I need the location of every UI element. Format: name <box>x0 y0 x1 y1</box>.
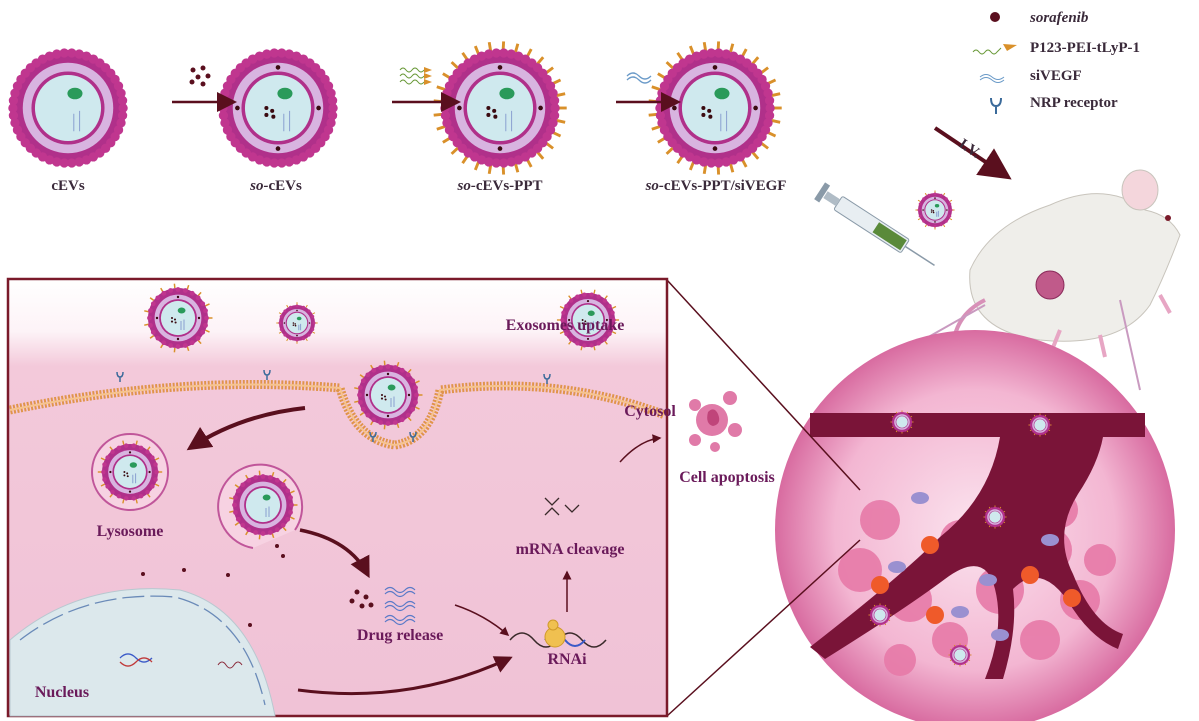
arrow-to-drug-release <box>299 528 370 579</box>
legend-ppt: P123-PEI-tLyP-1 <box>1030 40 1140 56</box>
label-mrna-cleavage: mRNA cleavage <box>516 541 625 558</box>
label-drug-release: Drug release <box>357 627 443 644</box>
cleaved-mrna-icon <box>544 497 580 516</box>
label-cevs: cEVs <box>51 178 84 194</box>
vesicle-so-cevs-ppt-sivegf <box>648 41 782 175</box>
label-nucleus: Nucleus <box>35 684 89 701</box>
escaping-vesicle <box>229 470 298 540</box>
legend-sivegf: siVEGF <box>1030 68 1082 84</box>
vessel <box>810 413 1145 679</box>
label-lysosome: Lysosome <box>97 523 164 540</box>
sorafenib-dots-icon <box>189 65 211 87</box>
label-so-cevs-ppt: so-cEVs-PPT <box>456 178 542 194</box>
uptake-vesicle-small <box>276 302 318 344</box>
syringe-icon <box>814 182 935 267</box>
nrp-receptor-icon <box>990 97 1002 114</box>
label-so-cevs-ppt-sivegf: so-cEVs-PPT/siVEGF <box>645 178 787 194</box>
tumor-on-mouse <box>1035 270 1065 300</box>
iv-arrow <box>933 126 1012 180</box>
sivegf-icon <box>626 72 652 84</box>
zoom-line-bottom <box>666 539 861 717</box>
sorafenib-icon <box>990 12 1000 22</box>
label-so-cevs: so-cEVs <box>249 178 302 194</box>
sivegf-legend-icon <box>979 74 1005 83</box>
apoptotic-cell-icon <box>689 391 742 452</box>
vessel-vesicle <box>948 643 972 667</box>
label-cytosol: Cytosol <box>624 403 676 420</box>
lysosome-vesicle <box>97 440 163 504</box>
ppt-polymer-icon <box>399 67 432 85</box>
mrna-icon <box>217 661 243 669</box>
tumor-sphere <box>775 330 1175 721</box>
injected-vesicle <box>915 190 955 230</box>
arrow-to-rnai <box>454 604 510 636</box>
uptake-vesicle <box>144 283 213 353</box>
label-rnai: RNAi <box>547 651 587 668</box>
ppt-icon <box>972 47 1002 55</box>
cell-panel: Exosomes uptake Cytosol Lysosome Drug re… <box>6 277 676 718</box>
arrow-nucleus-to-rnai <box>297 656 513 696</box>
arrow-to-lysosome <box>186 406 306 451</box>
vesicle-so-cevs-ppt <box>433 41 567 175</box>
mouse-illustration <box>951 169 1181 391</box>
label-exosomes-uptake: Exosomes uptake <box>506 317 625 334</box>
vessel-vesicle <box>868 603 892 627</box>
sivegf-strands <box>384 586 416 626</box>
vessel-vesicle <box>1028 413 1052 437</box>
legend-sorafenib: sorafenib <box>1029 10 1089 26</box>
uptake-vesicle <box>556 289 620 351</box>
rnai-complex-icon <box>509 619 607 648</box>
zoom-line-top <box>666 279 861 491</box>
legend-nrp: NRP receptor <box>1030 95 1118 111</box>
zoom-line-mouse-right <box>1119 299 1141 391</box>
arrow-to-apoptosis <box>619 434 662 463</box>
nucleus <box>9 588 276 717</box>
vesicle-so-cevs <box>218 48 338 168</box>
vesicle-cevs <box>8 48 128 168</box>
dna-icon <box>119 653 153 667</box>
nrp-receptors <box>116 369 551 442</box>
endocytosed-vesicle <box>354 360 423 430</box>
label-cell-apoptosis: Cell apoptosis <box>679 469 775 486</box>
legend: sorafenib P123-PEI-tLyP-1 siVEGF NRP rec… <box>972 10 1140 114</box>
vessel-vesicle <box>890 410 914 434</box>
vessel-vesicle <box>983 505 1007 529</box>
